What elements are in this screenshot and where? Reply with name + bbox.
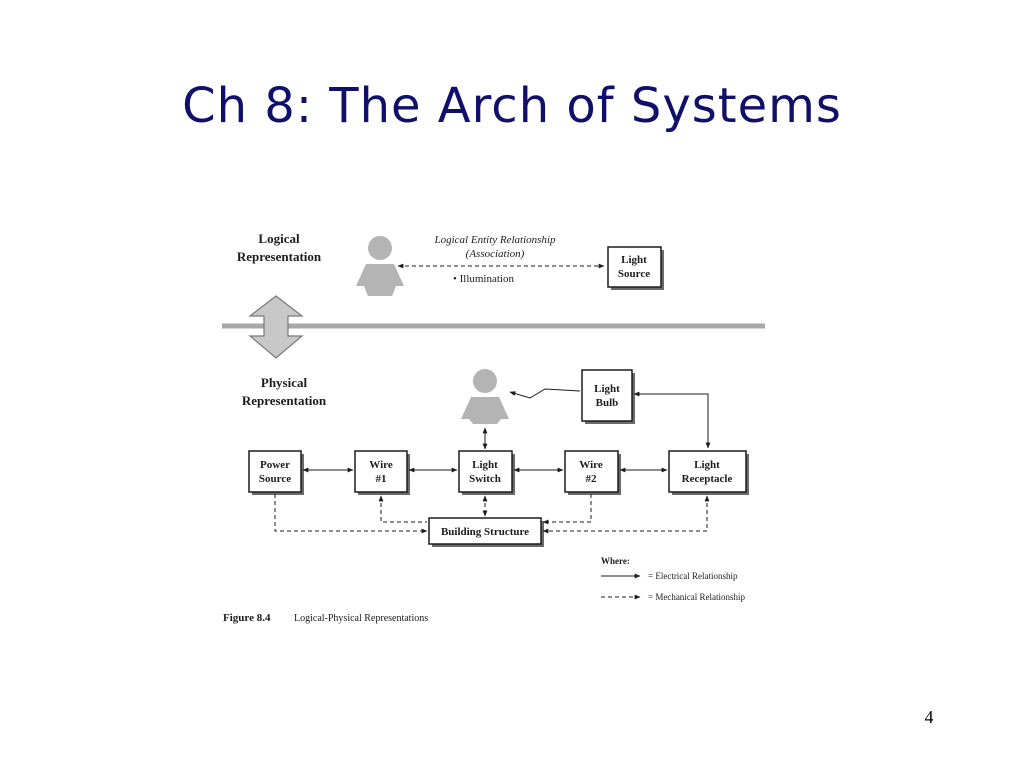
light-source-label: Light	[621, 254, 647, 266]
association-subtitle: (Association)	[466, 248, 525, 260]
wire2-label: Wire	[579, 459, 603, 471]
light-switch-label-2: Switch	[469, 473, 501, 485]
legend-electrical-label: = Electrical Relationship	[648, 571, 738, 581]
person-icon-physical	[461, 369, 509, 424]
legend-title: Where:	[601, 556, 630, 566]
physical-label: Physical	[261, 375, 308, 390]
physical-label-2: Representation	[242, 393, 327, 408]
wire2-box: Wire #2	[564, 450, 619, 493]
light-receptacle-label-2: Receptacle	[682, 473, 733, 485]
light-bulb-label-2: Bulb	[596, 397, 619, 409]
wire2-label-2: #2	[586, 473, 598, 485]
receptacle-building-connector	[542, 495, 710, 534]
double-arrow-icon	[248, 295, 304, 359]
light-switch-label: Light	[472, 459, 498, 471]
logical-label-2: Representation	[237, 249, 322, 264]
slide-title: Ch 8: The Arch of Systems	[182, 78, 842, 134]
light-emission-connector	[509, 388, 581, 399]
power-source-label: Power	[260, 459, 290, 471]
figure-number: Figure 8.4	[223, 612, 271, 624]
logical-label: Logical	[258, 231, 300, 246]
light-receptacle-box: Light Receptacle	[668, 450, 747, 493]
bulb-receptacle-connector	[633, 391, 711, 449]
mechanical-connectors	[274, 494, 710, 534]
legend-mechanical-label: = Mechanical Relationship	[648, 592, 746, 602]
light-bulb-label: Light	[594, 383, 620, 395]
wire1-label: Wire	[369, 459, 393, 471]
power-source-label-2: Source	[259, 473, 291, 485]
wire1-box: Wire #1	[354, 450, 408, 493]
light-bulb-box: Light Bulb	[581, 369, 633, 422]
page-number: 4	[924, 707, 934, 727]
wire1-building-connector	[378, 495, 427, 523]
figure-caption: Logical-Physical Representations	[294, 613, 428, 624]
light-switch-box: Light Switch	[458, 450, 513, 493]
wire2-building-connector	[542, 494, 592, 525]
association-title: Logical Entity Relationship	[434, 234, 556, 246]
light-receptacle-label: Light	[694, 459, 720, 471]
power-source-box: Power Source	[248, 450, 302, 493]
person-icon-logical	[356, 236, 404, 296]
legend: Where: = Electrical Relationship = Mecha…	[601, 556, 746, 602]
association-item: • Illumination	[453, 273, 514, 285]
light-source-label-2: Source	[618, 268, 650, 280]
light-source-box: Light Source	[607, 246, 662, 288]
building-structure-box: Building Structure	[428, 517, 542, 545]
wire1-label-2: #1	[376, 473, 387, 485]
power-building-connector	[274, 494, 428, 534]
building-structure-label: Building Structure	[441, 526, 529, 538]
